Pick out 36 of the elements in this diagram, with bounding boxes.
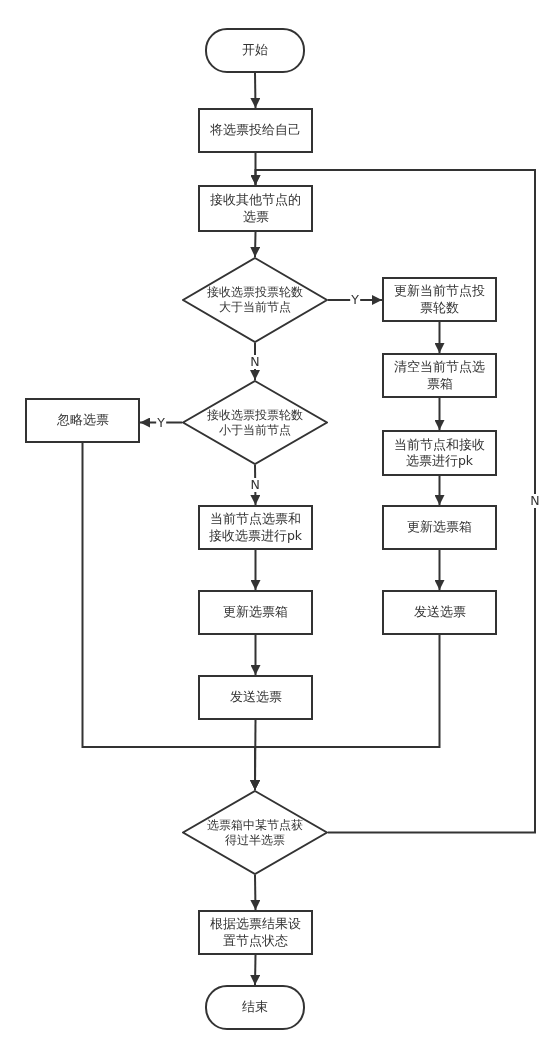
process-box: 将选票投给自己 xyxy=(198,108,313,153)
arrow xyxy=(434,475,445,506)
arrow xyxy=(434,549,445,591)
terminal-shape: 结束 xyxy=(205,985,305,1030)
edge-label: Y xyxy=(156,415,166,430)
decision-diamond: 选票箱中某节点获得过半选票 xyxy=(182,790,328,875)
decision-diamond: 接收选票投票轮数小于当前节点 xyxy=(182,380,328,465)
arrow xyxy=(327,295,383,305)
edge-label: Y xyxy=(350,293,360,307)
process-box: 当前节点选票和接收选票进行pk xyxy=(198,505,313,550)
terminal-shape: 开始 xyxy=(205,28,305,73)
arrow xyxy=(250,634,261,676)
process-box: 忽略选票 xyxy=(25,398,140,443)
arrow xyxy=(139,417,183,428)
process-box: 更新当前节点投票轮数 xyxy=(382,277,497,322)
decision-diamond: 接收选票投票轮数大于当前节点 xyxy=(182,257,328,343)
arrow xyxy=(250,231,261,258)
arrow xyxy=(250,72,261,109)
process-box: 根据选票结果设置节点状态 xyxy=(198,910,313,955)
arrow xyxy=(250,874,261,911)
arrow xyxy=(434,321,445,354)
arrow xyxy=(250,634,441,791)
process-box: 发送选票 xyxy=(382,590,497,635)
process-box: 当前节点和接收选票进行pk xyxy=(382,430,497,476)
edge-label: N xyxy=(529,494,541,509)
process-box: 发送选票 xyxy=(198,675,313,720)
process-box: 清空当前节点选票箱 xyxy=(382,353,497,398)
process-box: 更新选票箱 xyxy=(382,505,497,550)
arrow xyxy=(434,397,445,431)
arrow xyxy=(250,169,536,834)
edge-label: N xyxy=(249,478,261,492)
arrow xyxy=(250,954,261,986)
edge-label: N xyxy=(249,354,261,369)
process-box: 接收其他节点的选票 xyxy=(198,185,313,232)
process-box: 更新选票箱 xyxy=(198,590,313,635)
arrow xyxy=(250,549,261,591)
